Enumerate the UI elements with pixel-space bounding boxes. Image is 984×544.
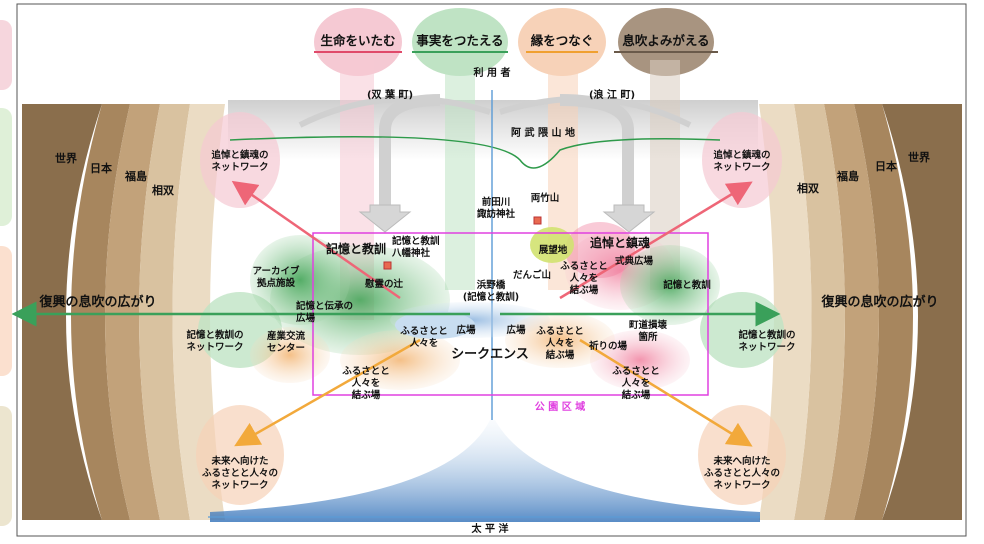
left-rings bbox=[22, 104, 225, 520]
top-concepts: 生命をいたむ 事実をつたえる 縁をつなぐ 息吹よみがえる bbox=[314, 33, 718, 53]
network-top-right: 追悼と鎮魂の ネットワーク bbox=[713, 150, 771, 173]
network-mid-right: 記憶と教訓の ネットワーク bbox=[738, 330, 796, 353]
network-bottom-left: 未来へ向けた ふるさとと人々の ネットワーク bbox=[201, 456, 278, 491]
maeda-shrine-marker bbox=[533, 216, 542, 225]
arrow-down-right bbox=[602, 204, 656, 233]
abukuma-label: 阿 武 隈 山 地 bbox=[511, 126, 575, 139]
network-bottom-right: 未来へ向けた ふるさとと人々の ネットワーク bbox=[703, 456, 780, 491]
side-tab-peach bbox=[0, 246, 12, 376]
ring-world-right: 世界 bbox=[908, 150, 930, 164]
park-zone-label: 公 園 区 域 bbox=[535, 400, 585, 413]
revival-left-label: 復興の息吹の広がり bbox=[38, 294, 156, 310]
ring-fukushima-left: 福島 bbox=[124, 169, 147, 183]
kioku-kyokun-big: 記憶と教訓 bbox=[326, 241, 386, 256]
ring-soso-left: 相双 bbox=[152, 183, 174, 197]
furusato-4-label: ふるさとと 人々を 結ぶ場 bbox=[342, 366, 390, 401]
furusato-3-label: ふるさとと 人々を 結ぶ場 bbox=[536, 326, 584, 361]
namie-label: (浪 江 町) bbox=[589, 88, 635, 101]
futaba-label: (双 葉 町) bbox=[367, 88, 413, 101]
pacific-sea bbox=[210, 420, 760, 522]
ring-japan-left: 日本 bbox=[90, 161, 112, 175]
network-arrows bbox=[11, 180, 781, 447]
kioku-kyokun-right: 記憶と教訓 bbox=[663, 279, 711, 291]
pacific-label: 太 平 洋 bbox=[471, 522, 509, 535]
side-tab-pink bbox=[0, 20, 12, 90]
maeda-suwa-label: 前田川 諏訪神社 bbox=[476, 197, 515, 220]
ring-japan-right: 日本 bbox=[875, 159, 897, 173]
ring-world-left: 世界 bbox=[55, 151, 77, 165]
concept-label-1: 生命をいたむ bbox=[320, 33, 395, 48]
sangyo-label: 産業交流 センター bbox=[266, 331, 305, 354]
users-label: 利 用 者 bbox=[474, 66, 511, 79]
tsuito-chinkon-label: 追悼と鎮魂 bbox=[590, 235, 650, 250]
dango-label: だんご山 bbox=[513, 269, 551, 281]
hiroba-1-label: 広場 bbox=[456, 324, 476, 336]
revival-right-label: 復興の息吹の広がり bbox=[820, 294, 938, 310]
grey-arcs bbox=[298, 94, 692, 215]
furusato-1-label: ふるさとと 人々を 結ぶ場 bbox=[560, 261, 608, 296]
ireinotsuji-label: 慰霊の辻 bbox=[365, 278, 404, 290]
furusato-2-label: ふるさとと 人々を bbox=[400, 326, 448, 349]
tenbochi-label: 展望地 bbox=[539, 244, 568, 256]
park-blobs bbox=[250, 222, 720, 390]
mochitake-label: 両竹山 bbox=[531, 192, 560, 204]
concept-label-3: 縁をつなぐ bbox=[531, 33, 594, 48]
svg-labels: 利 用 者 (双 葉 町) (浪 江 町) 阿 武 隈 山 地 太 平 洋 公 … bbox=[38, 66, 938, 535]
chodo-label: 町道損壊 箇所 bbox=[628, 320, 667, 343]
hiroba-2-label: 広場 bbox=[506, 324, 526, 336]
kioku-hachiman-label: 記憶と教訓 八幡神社 bbox=[392, 236, 440, 259]
hachiman-shrine-marker bbox=[383, 261, 392, 270]
concept-label-4: 息吹よみがえる bbox=[622, 33, 709, 48]
side-tab-tan bbox=[0, 406, 12, 526]
denshou-label: 記憶と伝承の 広場 bbox=[296, 301, 354, 324]
sequence-label: シークエンス bbox=[451, 347, 529, 362]
shikiten-label: 式典広場 bbox=[615, 255, 654, 267]
archive-label: アーカイブ 拠点施設 bbox=[252, 266, 300, 289]
network-top-left: 追悼と鎮魂の ネットワーク bbox=[211, 150, 269, 173]
ring-fukushima-right: 福島 bbox=[836, 169, 859, 183]
arrow-down-left bbox=[358, 204, 412, 233]
network-mid-left: 記憶と教訓の ネットワーク bbox=[186, 330, 244, 353]
abukuma-line bbox=[229, 135, 721, 169]
ring-soso-right: 相双 bbox=[797, 181, 819, 195]
right-rings bbox=[759, 104, 962, 520]
side-tab-green bbox=[0, 108, 12, 226]
hamano-label: 浜野橋 (記憶と教訓) bbox=[462, 280, 520, 303]
furusato-5-label: ふるさとと 人々を 結ぶ場 bbox=[612, 366, 660, 401]
inori-label: 祈りの場 bbox=[589, 340, 628, 352]
concept-label-2: 事実をつたえる bbox=[416, 33, 503, 48]
